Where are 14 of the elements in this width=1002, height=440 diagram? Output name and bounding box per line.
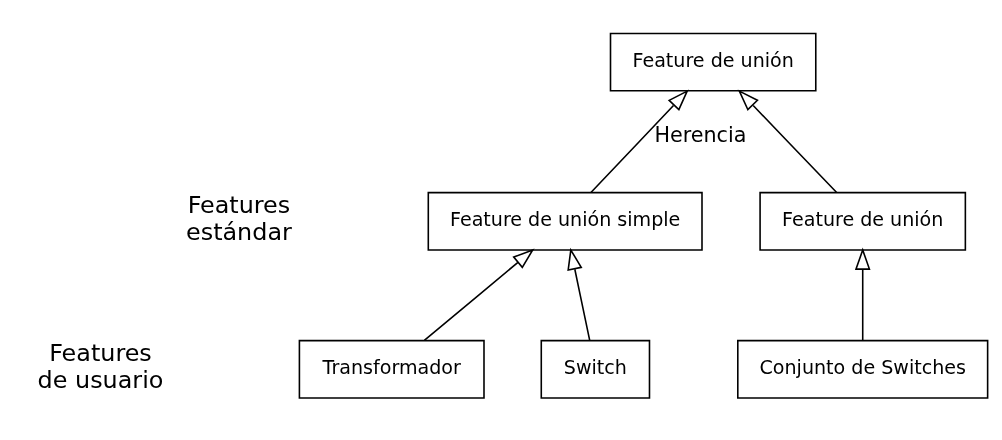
node-box: Feature de unión <box>609 32 817 92</box>
arrow <box>589 88 689 193</box>
node-box: Transformador <box>298 339 485 399</box>
label: Features estándar <box>185 190 292 246</box>
arrow <box>566 247 590 341</box>
node-box: Feature de unión <box>758 191 966 251</box>
node-box: Switch <box>540 339 650 399</box>
arrow <box>423 247 534 341</box>
label: Features de usuario <box>37 338 163 394</box>
arrow <box>737 88 837 193</box>
node-box: Conjunto de Switches <box>736 339 988 399</box>
node-box: Feature de unión simple <box>427 191 703 251</box>
edge-label: Herencia <box>653 122 746 147</box>
arrow <box>854 247 871 341</box>
